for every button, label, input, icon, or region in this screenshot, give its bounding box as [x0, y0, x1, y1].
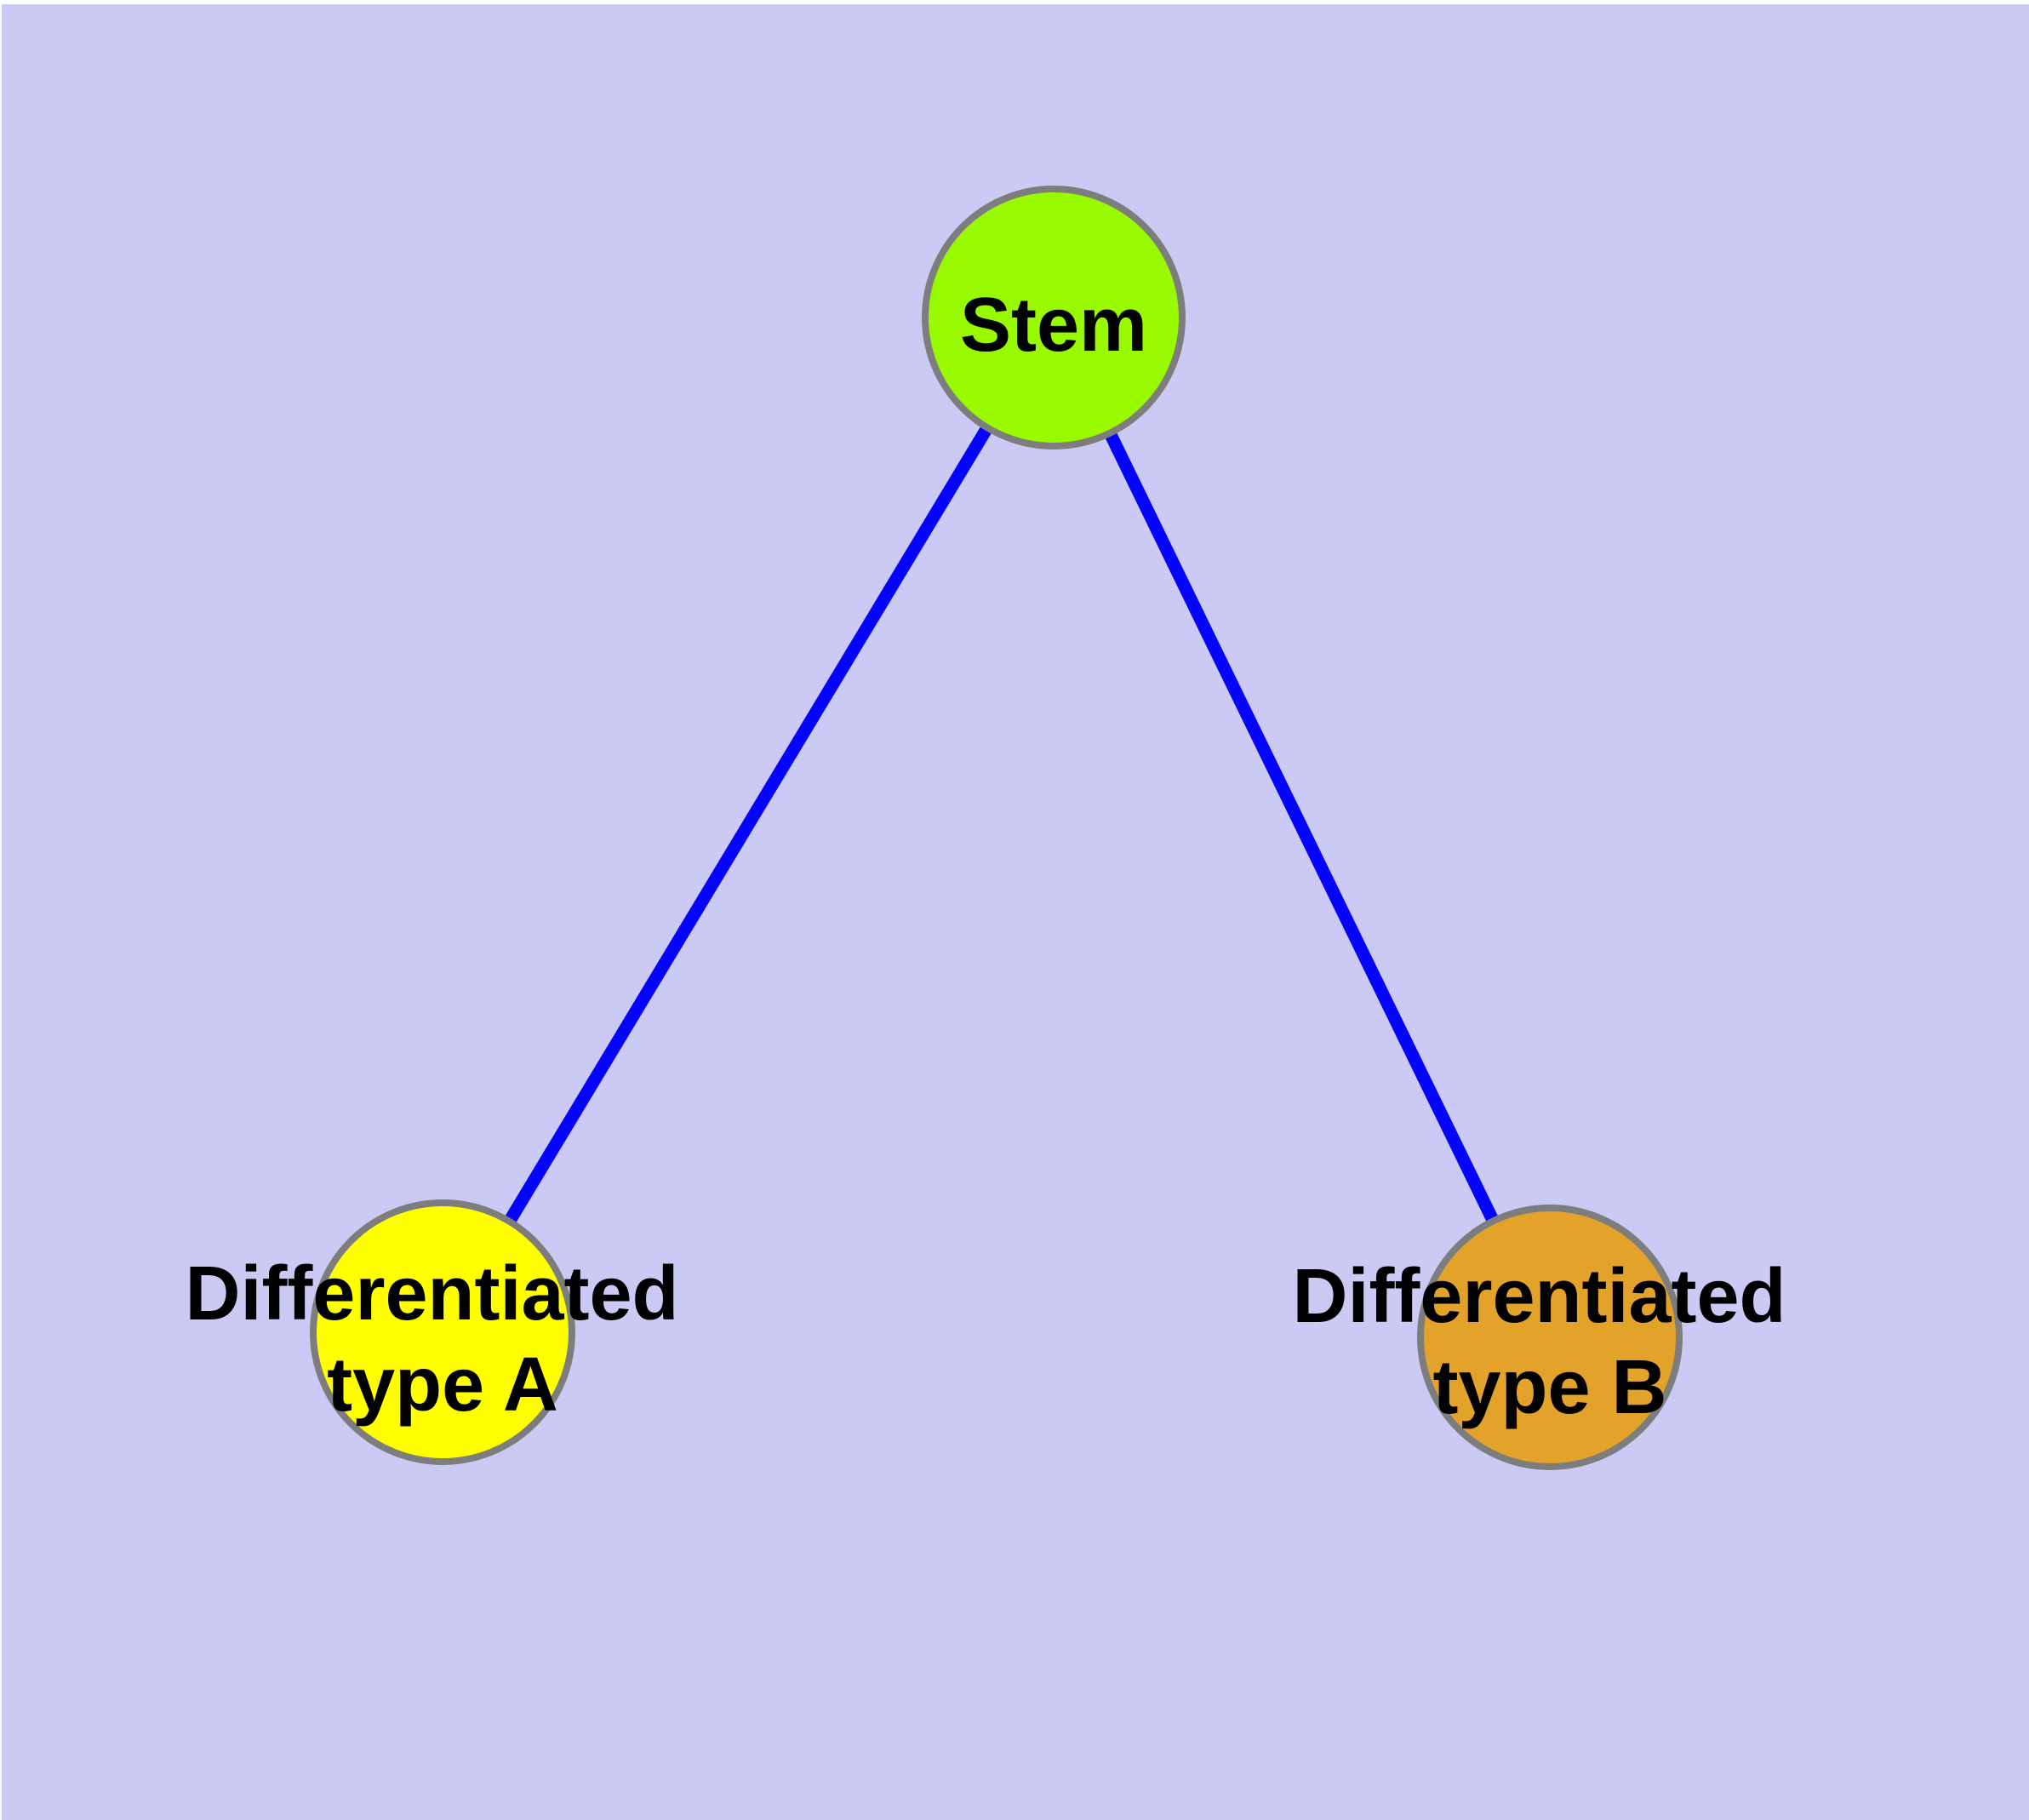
node-differentiated-type-b-label: Differentiated type B [1292, 1254, 1807, 1430]
node-differentiated-type-a-label: Differentiated type A [185, 1251, 700, 1428]
node-differentiated-type-b-label-line2: type B [1432, 1345, 1666, 1430]
edge-stem-to-differentiated-type-b [1048, 314, 1556, 1341]
edge-stem-to-differentiated-type-a [437, 314, 1060, 1336]
node-differentiated-type-a-label-line2: type A [327, 1342, 558, 1428]
node-differentiated-type-b-label-line1: Differentiated [1292, 1254, 1786, 1339]
node-differentiated-type-a [310, 1199, 575, 1465]
node-stem-label: Stem [960, 283, 1147, 368]
node-differentiated-type-b [1417, 1205, 1683, 1470]
node-stem [922, 186, 1186, 449]
node-differentiated-type-a-label-line1: Differentiated [185, 1251, 678, 1336]
